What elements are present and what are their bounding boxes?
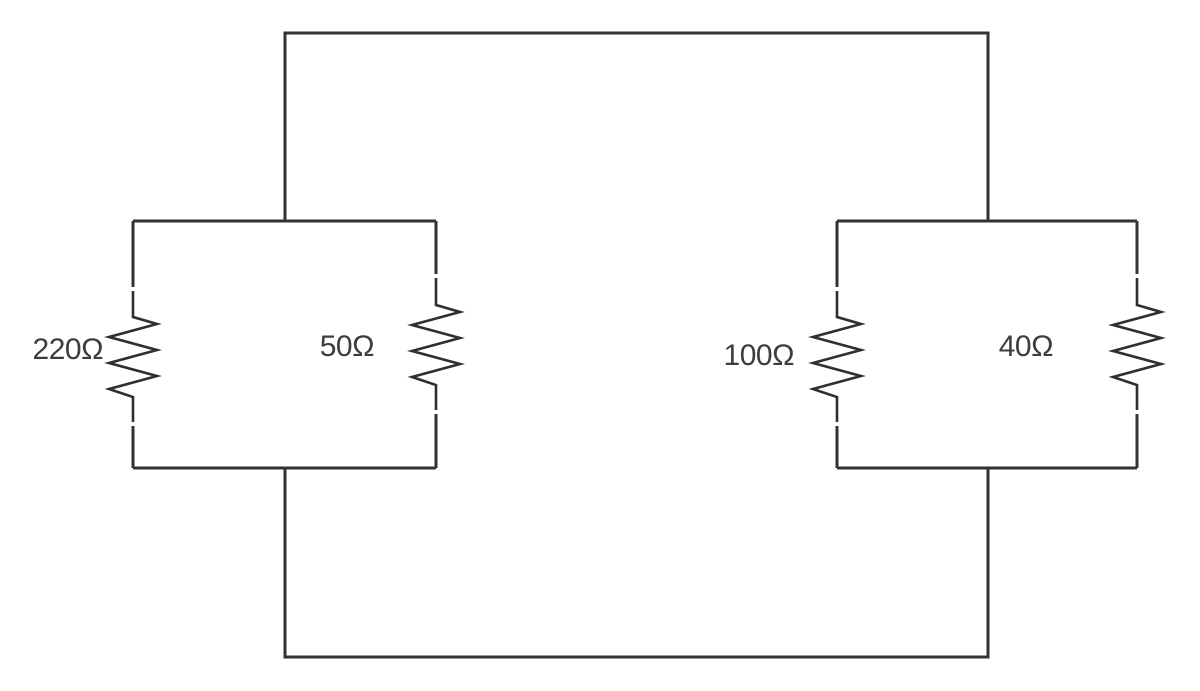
resistor-label-220: 220Ω — [33, 333, 104, 366]
outer-loop-top-wire — [283, 31, 990, 221]
resistor-symbol-100 — [808, 291, 866, 422]
resistor-symbol-40 — [1108, 278, 1166, 410]
resistor-symbol-50 — [407, 278, 465, 410]
resistor-label-50: 50Ω — [320, 330, 374, 363]
resistor-label-100: 100Ω — [724, 339, 795, 372]
resistor-symbol-220 — [104, 291, 162, 422]
resistor-label-40: 40Ω — [999, 330, 1053, 363]
outer-loop-bottom-wire — [283, 468, 990, 659]
